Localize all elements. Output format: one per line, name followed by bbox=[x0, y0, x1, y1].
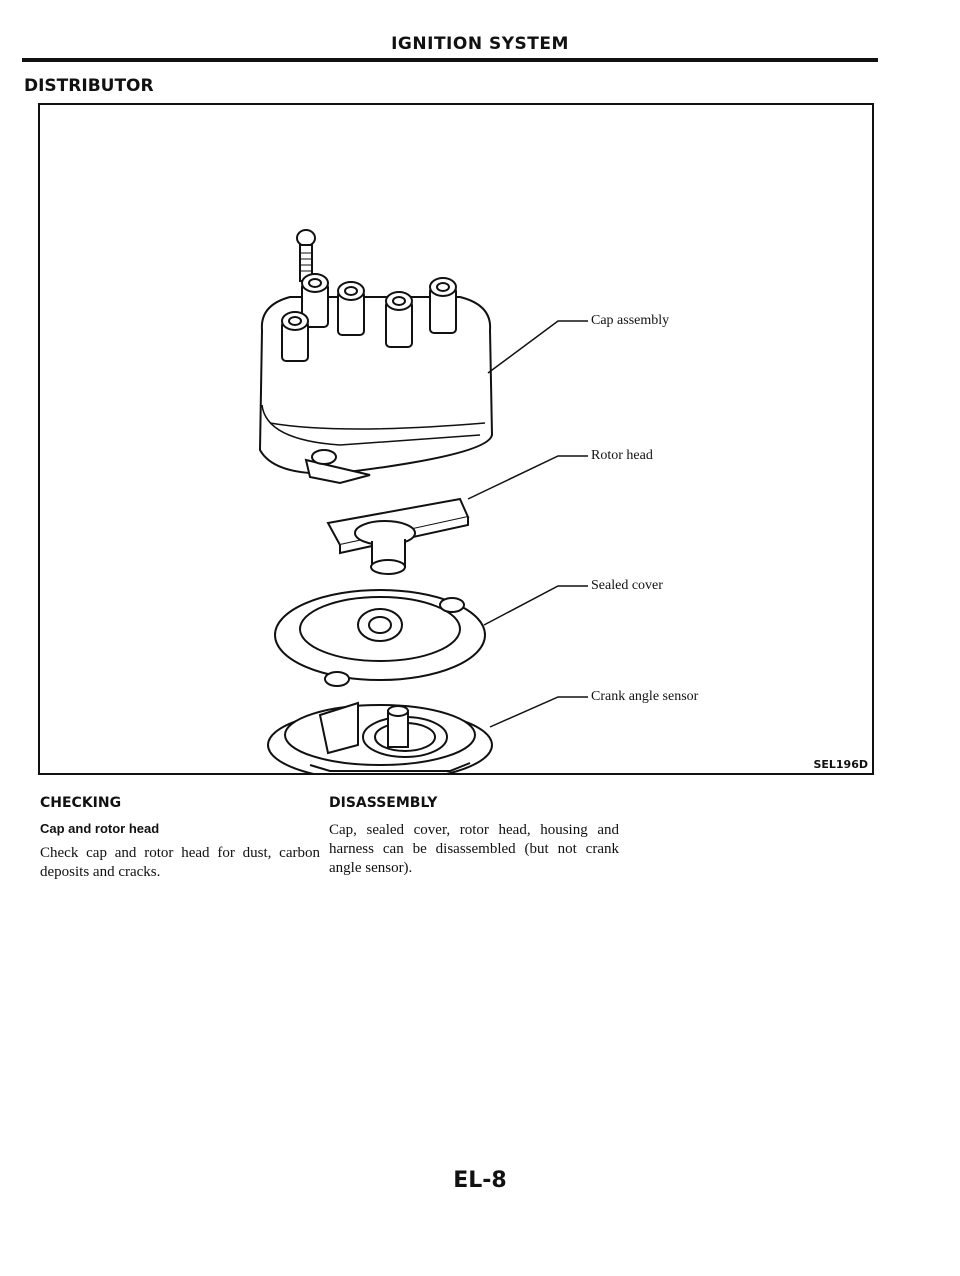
disassembly-column: DISASSEMBLY Cap, sealed cover, rotor hea… bbox=[329, 795, 619, 878]
checking-body: Check cap and rotor head for dust, carbo… bbox=[40, 845, 320, 880]
crank-angle-sensor-drawing bbox=[267, 701, 493, 773]
sealed-cover-drawing bbox=[274, 589, 486, 687]
rotor-head-drawing bbox=[326, 497, 470, 575]
callout-sealed-cover: Sealed cover bbox=[591, 578, 663, 593]
figure-frame: Cap assembly Rotor head Sealed cover Cra… bbox=[38, 103, 874, 775]
checking-heading: CHECKING bbox=[40, 795, 122, 811]
distributor-exploded-view bbox=[258, 229, 588, 773]
header-rule bbox=[22, 58, 878, 62]
running-header: IGNITION SYSTEM bbox=[391, 34, 569, 54]
checking-subheading: Cap and rotor head bbox=[40, 821, 160, 836]
page-number: EL-8 bbox=[453, 1168, 507, 1193]
callout-rotor-head: Rotor head bbox=[591, 448, 653, 463]
callout-leaders bbox=[467, 320, 588, 728]
figure-code: SEL196D bbox=[813, 758, 868, 771]
cap-assembly-drawing bbox=[258, 273, 494, 485]
disassembly-heading: DISASSEMBLY bbox=[329, 795, 438, 811]
callout-cap-assembly: Cap assembly bbox=[591, 313, 670, 328]
housing-drawing bbox=[309, 762, 471, 772]
section-title: DISTRIBUTOR bbox=[24, 76, 154, 96]
callout-crank-angle-sensor: Crank angle sensor bbox=[591, 689, 699, 704]
checking-column: CHECKING Cap and rotor head Check cap an… bbox=[40, 795, 320, 882]
disassembly-body: Cap, sealed cover, rotor head, housing a… bbox=[329, 822, 619, 876]
